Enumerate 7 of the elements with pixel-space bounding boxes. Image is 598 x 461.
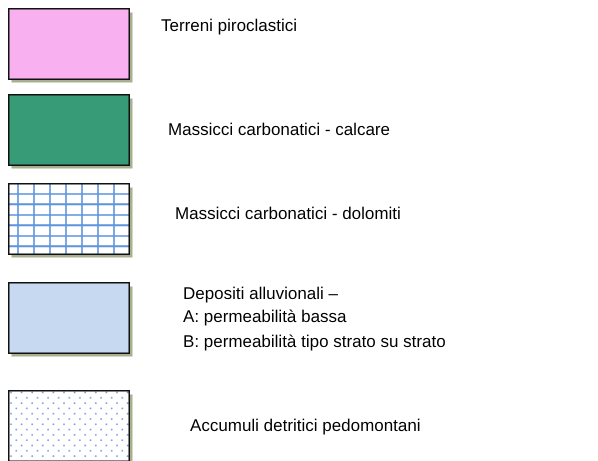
- note-text: A: permeabilità bassa: [183, 307, 346, 327]
- note-text: B: permeabilità tipo strato su strato: [183, 332, 446, 352]
- legend-label: Massicci carbonatici - calcare: [168, 120, 390, 140]
- legend-label: Accumuli detritici pedomontani: [190, 416, 421, 436]
- legend-label: Massicci carbonatici - dolomiti: [175, 204, 401, 224]
- legend-label: Depositi alluvionali –: [183, 284, 338, 304]
- legend-label: Terreni piroclastici: [161, 16, 298, 36]
